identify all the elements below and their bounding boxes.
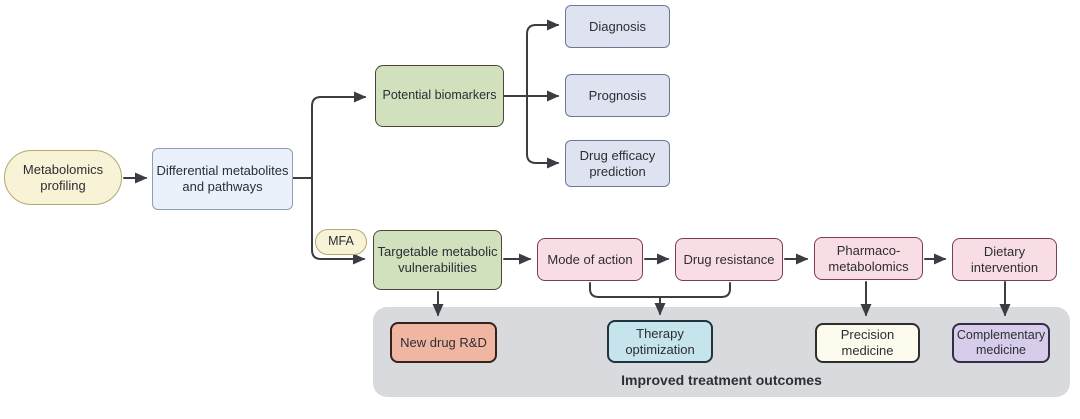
node-complementary-medicine: Complementary medicine [952,323,1050,363]
node-mode-of-action: Mode of action [537,238,643,281]
node-precision-medicine: Precision medicine [815,323,920,363]
node-new-drug-rd: New drug R&D [390,322,497,363]
node-prognosis: Prognosis [565,74,670,117]
node-mfa-label: MFA [315,229,367,255]
improved-outcomes-label: Improved treatment outcomes [621,372,822,388]
node-dietary-intervention: Dietary intervention [952,238,1057,281]
node-drug-efficacy-prediction: Drug efficacy prediction [565,140,670,187]
node-pharmacometabolomics: Pharmaco-metabolomics [814,237,923,280]
node-targetable-vulnerabilities: Targetable metabolic vulnerabilities [373,230,502,290]
node-drug-resistance: Drug resistance [675,238,783,281]
node-therapy-optimization: Therapy optimization [607,320,713,363]
node-metabolomics-profiling: Metabolomics profiling [4,150,122,205]
node-potential-biomarkers: Potential biomarkers [375,65,504,127]
node-diagnosis: Diagnosis [565,5,670,48]
node-differential-metabolites: Differential metabolites and pathways [152,148,293,210]
